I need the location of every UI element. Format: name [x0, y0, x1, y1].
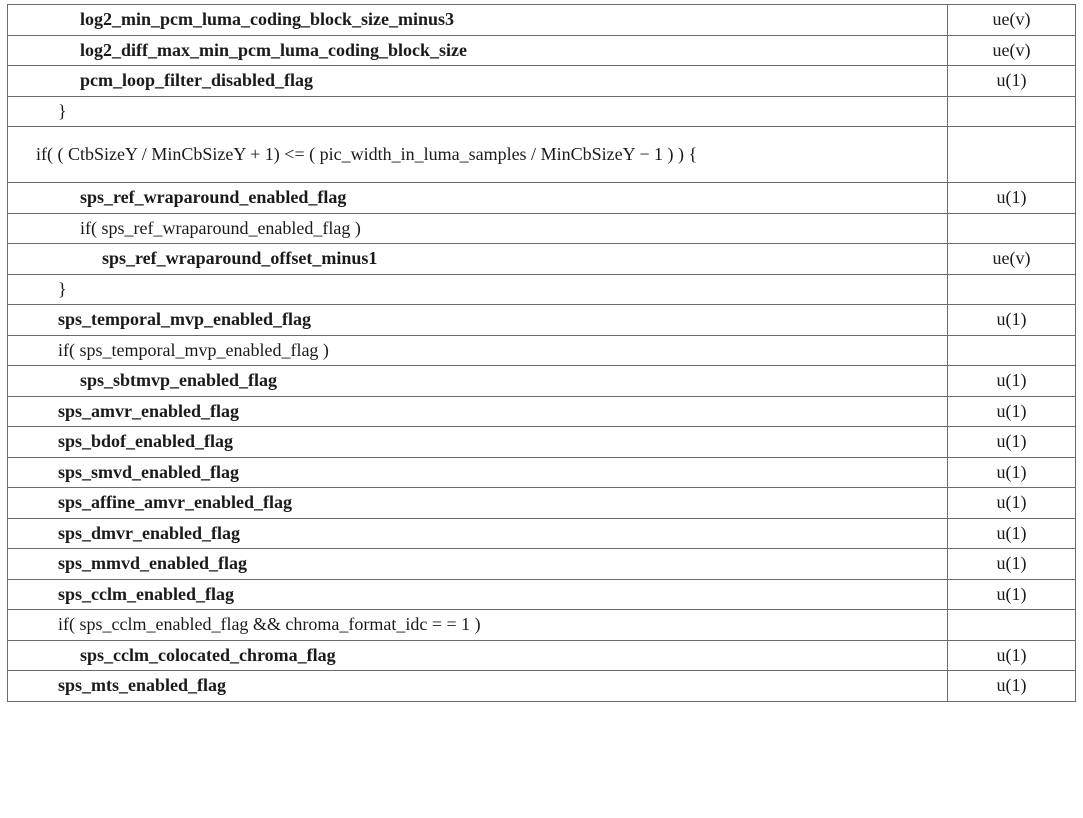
syntax-cell: sps_ref_wraparound_offset_minus1	[8, 244, 948, 275]
syntax-cell: }	[8, 274, 948, 305]
syntax-cell: sps_amvr_enabled_flag	[8, 396, 948, 427]
table-row: sps_cclm_colocated_chroma_flag u(1)	[8, 640, 1076, 671]
syntax-cell: sps_mmvd_enabled_flag	[8, 549, 948, 580]
syntax-cell: sps_cclm_enabled_flag	[8, 579, 948, 610]
syntax-cell: }	[8, 96, 948, 127]
descriptor-cell: u(1)	[948, 66, 1076, 97]
descriptor-cell: ue(v)	[948, 5, 1076, 36]
descriptor-cell: u(1)	[948, 457, 1076, 488]
table-row: if( sps_temporal_mvp_enabled_flag )	[8, 335, 1076, 366]
descriptor-cell: u(1)	[948, 518, 1076, 549]
table-row: }	[8, 96, 1076, 127]
descriptor-cell	[948, 127, 1076, 183]
table-row: }	[8, 274, 1076, 305]
descriptor-cell: u(1)	[948, 396, 1076, 427]
table-row: log2_min_pcm_luma_coding_block_size_minu…	[8, 5, 1076, 36]
syntax-cell: sps_bdof_enabled_flag	[8, 427, 948, 458]
descriptor-cell: ue(v)	[948, 35, 1076, 66]
syntax-cell: pcm_loop_filter_disabled_flag	[8, 66, 948, 97]
descriptor-cell: u(1)	[948, 427, 1076, 458]
table-row: if( sps_cclm_enabled_flag && chroma_form…	[8, 610, 1076, 641]
descriptor-cell	[948, 335, 1076, 366]
syntax-cell: log2_min_pcm_luma_coding_block_size_minu…	[8, 5, 948, 36]
descriptor-cell	[948, 213, 1076, 244]
table-row: sps_dmvr_enabled_flag u(1)	[8, 518, 1076, 549]
descriptor-cell: u(1)	[948, 579, 1076, 610]
descriptor-cell: ue(v)	[948, 244, 1076, 275]
syntax-cell: sps_smvd_enabled_flag	[8, 457, 948, 488]
descriptor-cell	[948, 96, 1076, 127]
table-row: sps_cclm_enabled_flag u(1)	[8, 579, 1076, 610]
descriptor-cell	[948, 274, 1076, 305]
syntax-cell: if( sps_ref_wraparound_enabled_flag )	[8, 213, 948, 244]
syntax-cell: sps_cclm_colocated_chroma_flag	[8, 640, 948, 671]
descriptor-cell: u(1)	[948, 488, 1076, 519]
syntax-cell: sps_mts_enabled_flag	[8, 671, 948, 702]
syntax-cell: sps_temporal_mvp_enabled_flag	[8, 305, 948, 336]
table-row: sps_mts_enabled_flag u(1)	[8, 671, 1076, 702]
table-row: sps_sbtmvp_enabled_flag u(1)	[8, 366, 1076, 397]
table-row: pcm_loop_filter_disabled_flag u(1)	[8, 66, 1076, 97]
table-row: sps_amvr_enabled_flag u(1)	[8, 396, 1076, 427]
syntax-cell: if( sps_temporal_mvp_enabled_flag )	[8, 335, 948, 366]
descriptor-cell: u(1)	[948, 640, 1076, 671]
table-row: if( sps_ref_wraparound_enabled_flag )	[8, 213, 1076, 244]
syntax-cell: if( sps_cclm_enabled_flag && chroma_form…	[8, 610, 948, 641]
descriptor-cell: u(1)	[948, 549, 1076, 580]
table-row: sps_smvd_enabled_flag u(1)	[8, 457, 1076, 488]
syntax-cell: sps_affine_amvr_enabled_flag	[8, 488, 948, 519]
table-row: sps_ref_wraparound_offset_minus1 ue(v)	[8, 244, 1076, 275]
syntax-cell: log2_diff_max_min_pcm_luma_coding_block_…	[8, 35, 948, 66]
descriptor-cell	[948, 610, 1076, 641]
descriptor-cell: u(1)	[948, 183, 1076, 214]
table-row: sps_affine_amvr_enabled_flag u(1)	[8, 488, 1076, 519]
table-row: log2_diff_max_min_pcm_luma_coding_block_…	[8, 35, 1076, 66]
syntax-table: log2_min_pcm_luma_coding_block_size_minu…	[7, 4, 1076, 702]
descriptor-cell: u(1)	[948, 671, 1076, 702]
syntax-cell: sps_dmvr_enabled_flag	[8, 518, 948, 549]
table-row: if( ( CtbSizeY / MinCbSizeY + 1) <= ( pi…	[8, 127, 1076, 183]
syntax-cell: sps_sbtmvp_enabled_flag	[8, 366, 948, 397]
descriptor-cell: u(1)	[948, 305, 1076, 336]
syntax-cell: sps_ref_wraparound_enabled_flag	[8, 183, 948, 214]
table-row: sps_ref_wraparound_enabled_flag u(1)	[8, 183, 1076, 214]
syntax-cell: if( ( CtbSizeY / MinCbSizeY + 1) <= ( pi…	[8, 127, 948, 183]
descriptor-cell: u(1)	[948, 366, 1076, 397]
table-row: sps_temporal_mvp_enabled_flag u(1)	[8, 305, 1076, 336]
table-row: sps_mmvd_enabled_flag u(1)	[8, 549, 1076, 580]
table-row: sps_bdof_enabled_flag u(1)	[8, 427, 1076, 458]
